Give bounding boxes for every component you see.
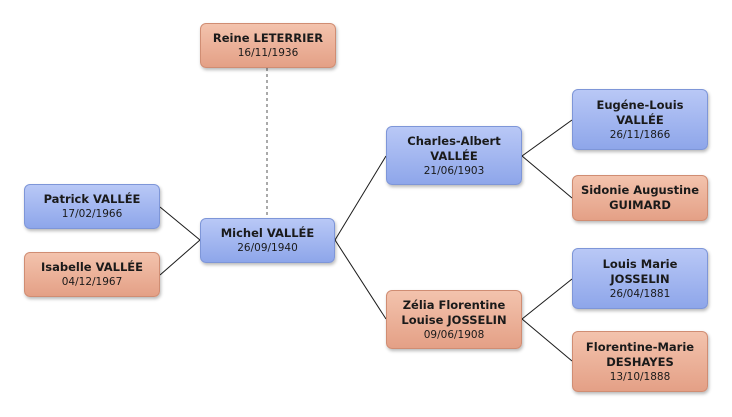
person-name: Charles-Albert VALLÉE: [407, 133, 501, 163]
person-card-florentine-deshayes[interactable]: Florentine-Marie DESHAYES 13/10/1888: [572, 331, 708, 392]
person-card-charles-albert-vallee[interactable]: Charles-Albert VALLÉE 21/06/1903: [386, 126, 522, 185]
mother-link-zelia: [521, 318, 573, 362]
person-name: Eugéne-Louis VALLÉE: [596, 97, 684, 127]
person-date: 16/11/1936: [237, 47, 299, 59]
person-card-sidonie-guimard[interactable]: Sidonie Augustine GUIMARD: [572, 175, 708, 221]
person-date: 26/09/1940: [237, 242, 298, 254]
mother-link-michel: [334, 239, 387, 320]
person-date: 13/10/1888: [609, 370, 671, 383]
father-link-charles: [521, 119, 573, 157]
child-link-isabelle: [159, 239, 201, 276]
person-name: Sidonie Augustine GUIMARD: [580, 183, 700, 212]
person-name: Louis Marie JOSSELIN: [602, 256, 678, 286]
person-name: Zélia Florentine Louise JOSSELIN: [401, 297, 507, 327]
person-card-reine-leterrier[interactable]: Reine LETERRIER 16/11/1936: [200, 23, 336, 68]
person-name: Michel VALLÉE: [220, 226, 315, 240]
person-card-zelia-josselin[interactable]: Zélia Florentine Louise JOSSELIN 09/06/1…: [386, 290, 522, 349]
person-card-louis-marie-josselin[interactable]: Louis Marie JOSSELIN 26/04/1881: [572, 248, 708, 309]
father-link-michel: [334, 155, 387, 241]
child-link-patrick: [159, 206, 201, 241]
person-card-patrick-vallee[interactable]: Patrick VALLÉE 17/02/1966: [24, 184, 160, 229]
person-name: Isabelle VALLÉE: [41, 260, 143, 274]
father-link-zelia: [521, 278, 573, 320]
person-name: Reine LETERRIER: [212, 31, 324, 45]
person-card-michel-vallee[interactable]: Michel VALLÉE 26/09/1940: [200, 218, 335, 263]
person-date: 17/02/1966: [61, 208, 123, 220]
person-card-isabelle-vallee[interactable]: Isabelle VALLÉE 04/12/1967: [24, 252, 160, 297]
person-date: 09/06/1908: [423, 328, 485, 341]
person-card-eugene-louis-vallee[interactable]: Eugéne-Louis VALLÉE 26/11/1866: [572, 89, 708, 150]
person-date: 26/04/1881: [609, 287, 671, 300]
person-name: Florentine-Marie DESHAYES: [585, 339, 695, 369]
person-date: 26/11/1866: [609, 128, 671, 141]
person-name: Patrick VALLÉE: [43, 192, 141, 206]
mother-link-charles: [521, 155, 573, 199]
person-date: 21/06/1903: [423, 164, 485, 177]
person-date: 04/12/1967: [61, 276, 123, 288]
